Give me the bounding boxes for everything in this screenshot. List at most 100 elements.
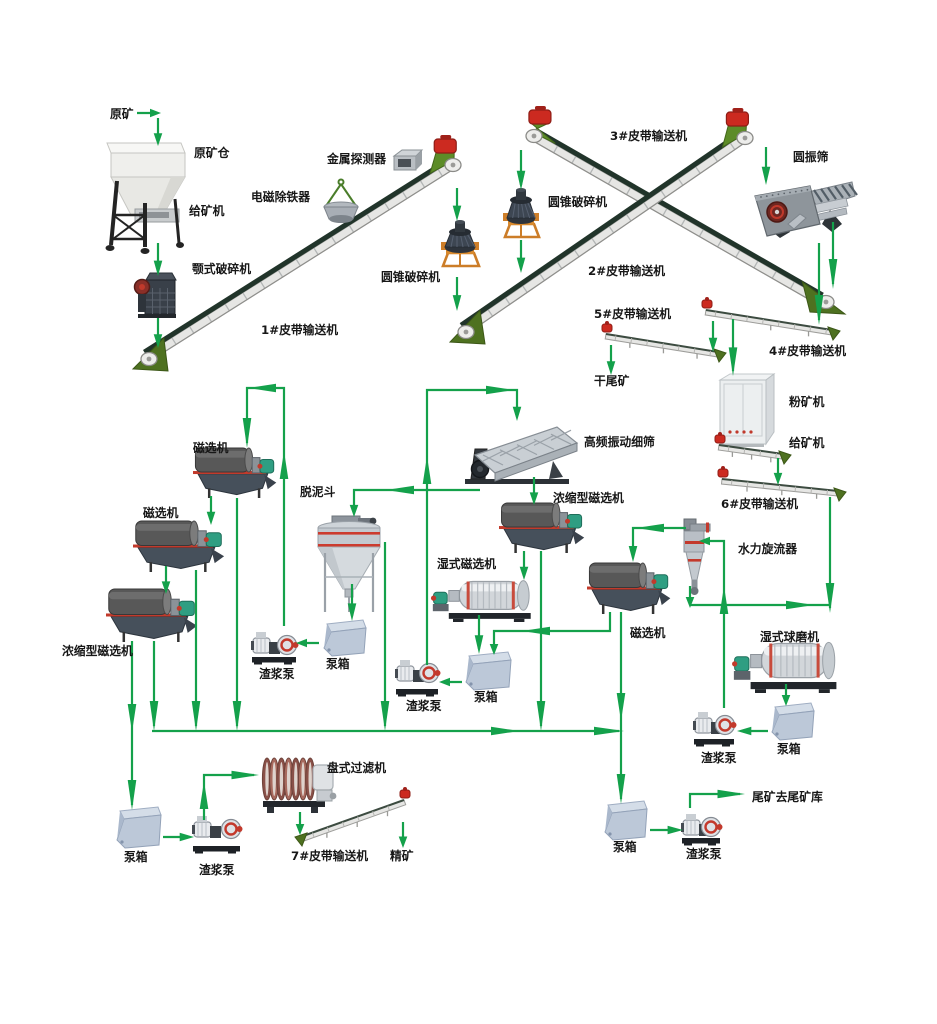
pumpbox-front [604, 808, 648, 841]
arrowhead-end [516, 170, 526, 190]
label-cone-crusher-1: 圆锥破碎机 [381, 270, 440, 284]
conveyor-head-motor-cap [440, 135, 452, 139]
conveyor-edge [529, 138, 820, 306]
arrowhead-end [717, 789, 745, 799]
arrow-screen-to-conv3 [828, 222, 838, 289]
conveyor-rib [589, 166, 595, 175]
bin-feeder-slot [139, 212, 169, 218]
pump-motor-cap [251, 641, 254, 650]
jaw-side [138, 294, 146, 312]
machine-disc-filter [261, 757, 337, 813]
pumpbox-left [605, 805, 612, 832]
sconveyor-rib [775, 453, 777, 459]
sconveyor-motor [717, 468, 729, 478]
sconveyor-motor-cap [705, 297, 709, 301]
sconveyor-motor-cap [605, 321, 609, 325]
arrowhead-end [380, 701, 390, 731]
sconveyor-rib [311, 832, 315, 838]
label-vibrating-screen: 圆振筛 [793, 150, 829, 164]
mill-shell-highlight [461, 584, 521, 592]
magnet-hook [337, 178, 345, 186]
conveyor-rib [607, 176, 613, 185]
arrow-conv7-to-concentrate [398, 822, 408, 848]
arrowhead-mid [491, 726, 519, 736]
cone-cap-top [455, 220, 465, 224]
pump-flange [236, 826, 243, 832]
label-concentrate: 精矿 [390, 849, 414, 863]
sconveyor-rib [646, 340, 648, 346]
arrowhead-end [153, 260, 163, 276]
screen-slat [848, 183, 858, 196]
hfscreen-brace [516, 444, 538, 456]
hfscreen-leg [549, 461, 563, 479]
arrowhead-mid [522, 626, 550, 636]
arrowhead-mid [386, 485, 414, 495]
arrowhead-end [529, 492, 539, 505]
arrow-conv6-to-ball-mill [825, 497, 835, 613]
sconveyor-rib [730, 313, 733, 320]
mill-head [822, 641, 836, 680]
machine-slurry-pump-h [681, 814, 723, 846]
conveyor-rib [643, 202, 649, 210]
arrowhead-end [814, 295, 824, 325]
label-pump-box-c: 泵箱 [474, 690, 498, 704]
sconveyor-motor-cap [721, 466, 725, 470]
screen-rivet [794, 190, 797, 193]
bin-taper-shade [155, 177, 185, 215]
filter-pipe [329, 792, 337, 800]
arrowhead-end [295, 824, 305, 835]
sconveyor-rib [762, 319, 764, 325]
sconveyor-belt [302, 799, 405, 837]
arrow-feeder2-to-conv6 [773, 458, 783, 485]
detector-aperture [398, 159, 411, 167]
arrowhead-end [728, 347, 738, 376]
arrowhead-mid [127, 704, 137, 732]
mill-red-ring [466, 581, 470, 610]
arrow-conv5-to-dry-tailings [606, 345, 616, 375]
magnet-base [329, 215, 353, 223]
detector-side [416, 150, 422, 170]
arrow-pump-f-to-cyclone [699, 536, 729, 708]
arrowhead-end [191, 701, 201, 731]
conveyor-rib [295, 258, 301, 267]
pump-foot [195, 851, 203, 854]
arrowhead-end [708, 337, 718, 352]
sconveyor-rib [778, 484, 781, 490]
machine-belt-conveyor-7 [294, 787, 411, 848]
arrow-raw-ore-in [137, 108, 161, 118]
sconveyor-rib [693, 348, 696, 354]
screen-rivet [765, 195, 768, 198]
jaw-base [138, 314, 176, 318]
arrowhead-end [179, 832, 194, 842]
pump-base [682, 838, 720, 844]
sconveyor-rib [709, 350, 712, 356]
pumpbox-drain [775, 732, 779, 736]
cyclone-cone [685, 551, 704, 581]
arrowhead-end [606, 361, 616, 375]
conveyor-rib [366, 213, 372, 222]
sconveyor-chute [827, 326, 841, 342]
sconveyor-rib [810, 488, 813, 494]
arrowhead-end [773, 472, 783, 485]
machine-magnetic-separator-3 [587, 562, 671, 614]
label-slurry-pump-j: 渣浆泵 [199, 863, 235, 877]
arrow-raw-ore-to-bin [153, 118, 163, 146]
sconveyor-belt [705, 309, 833, 331]
label-belt-conveyor-7: 7#皮带输送机 [291, 849, 368, 863]
conveyor-belt [459, 130, 743, 328]
bin-foot [105, 245, 115, 251]
cone-cylinder [533, 213, 539, 221]
arrow-separator1-tailing [232, 498, 242, 731]
label-magnetic-separator-3: 磁选机 [630, 626, 666, 640]
screen-slat [841, 184, 851, 198]
machine-hf-vibrating-screen [465, 426, 579, 484]
label-belt-conveyor-6: 6#皮带输送机 [721, 497, 798, 511]
machine-slurry-pump-d [395, 660, 441, 697]
deslime-red-ring [318, 544, 380, 547]
label-slurry-pump-f: 渣浆泵 [701, 751, 737, 765]
screen-flywheel-ring [770, 205, 784, 219]
label-slurry-pump-d: 渣浆泵 [406, 699, 442, 713]
separator-drum-highlight [195, 450, 249, 458]
mill-shell-highlight [763, 646, 826, 656]
pumpbox-left [324, 624, 331, 648]
